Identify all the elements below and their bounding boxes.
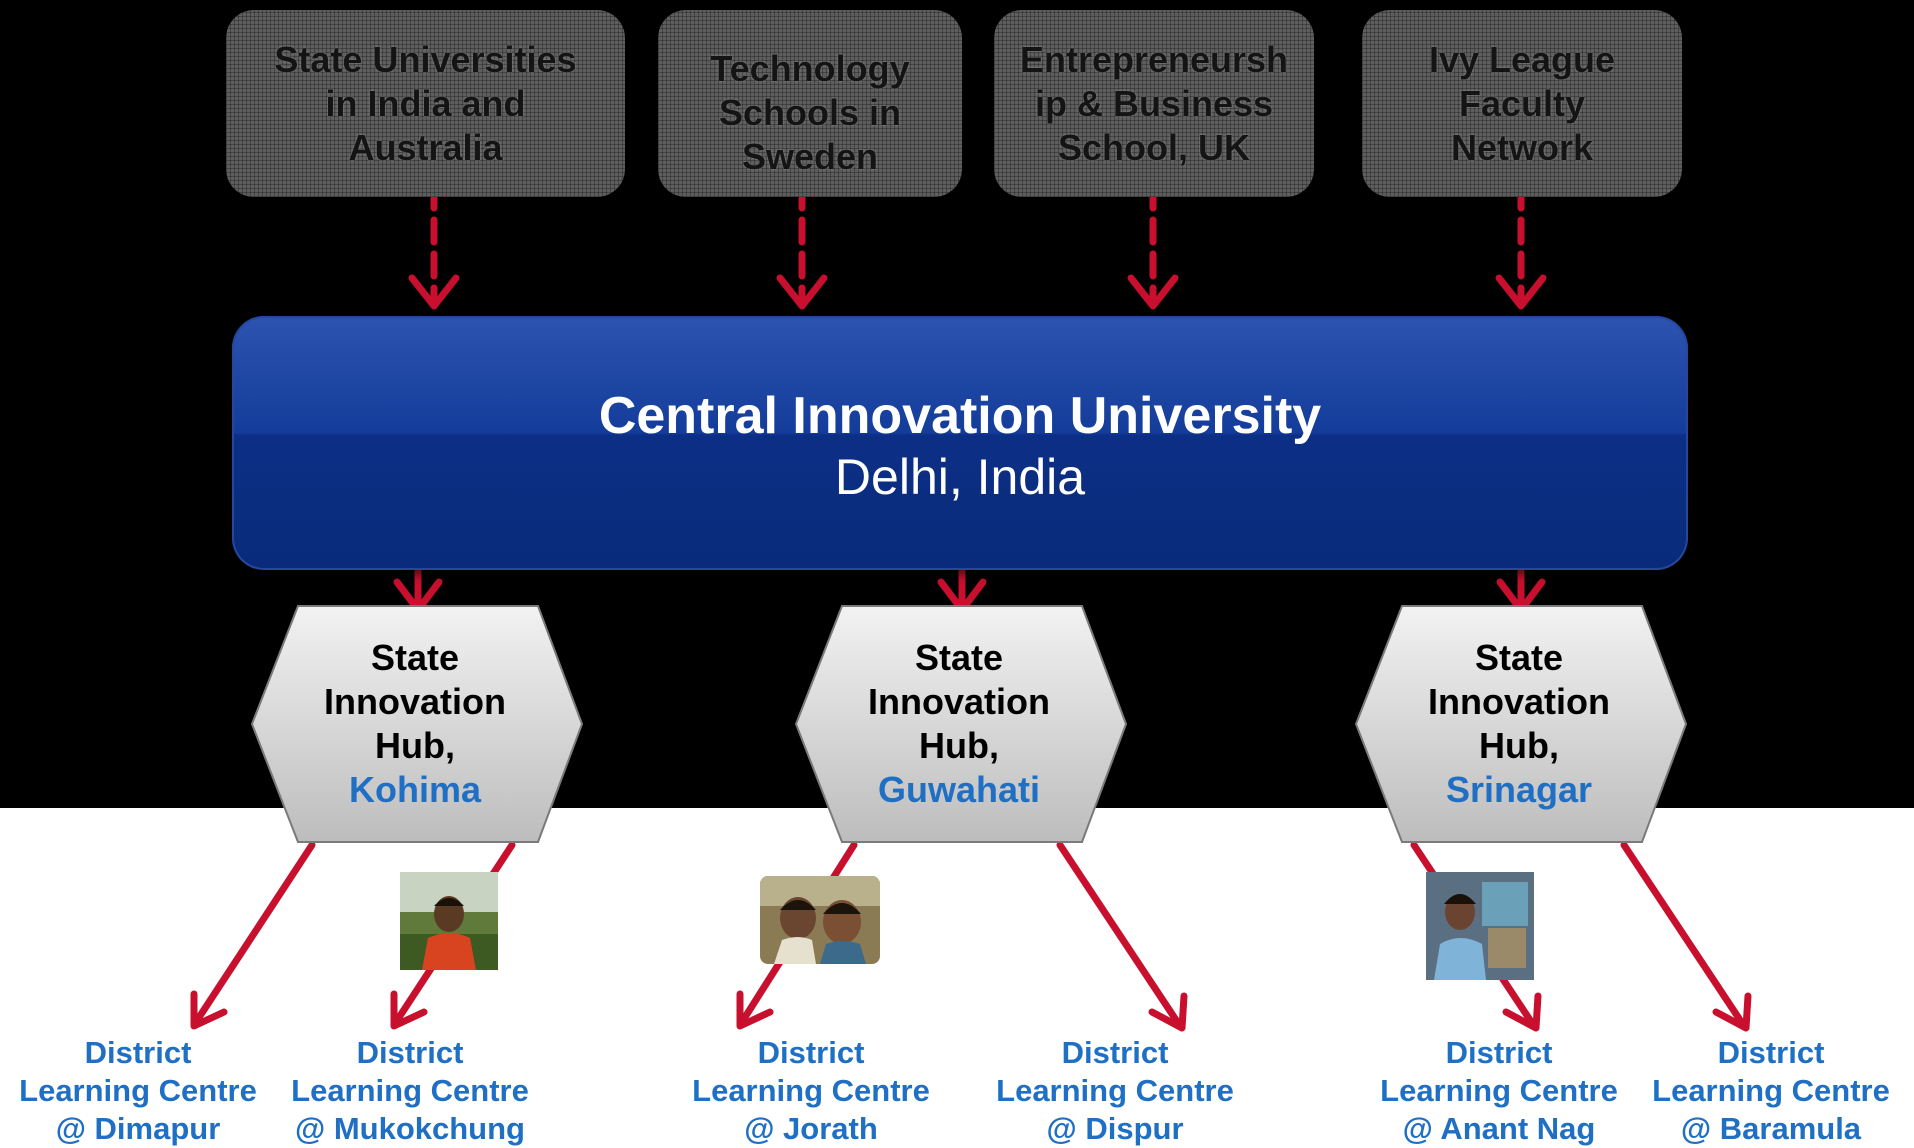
district-5-line3: @ Anant Nag [1402,1111,1596,1146]
central-subtitle: Delhi, India [834,449,1086,505]
student-photo-1 [400,872,498,970]
central-title: Central Innovation University [598,387,1322,445]
district-3-line2: Learning Centre [692,1073,930,1108]
hub-hexagon-3 [1354,605,1688,843]
district-5-line1: District [1445,1035,1553,1070]
arrow-district-6 [1620,841,1748,1030]
partner-3-line2: ip & Business [1034,82,1274,124]
hub-1-city: Kohima [348,769,481,810]
partner-2-line2: Schools in [718,91,902,133]
district-4-line1: District [1061,1035,1169,1070]
partner-3-line3: School, UK [1057,126,1250,168]
partner-arrowheads [408,274,1547,310]
partner-4-line1: Ivy League [1428,38,1616,80]
hub-label-kohima: State Innovation Hub, Kohima [250,636,580,812]
hub-3-line2: Innovation [1428,681,1610,722]
district-5-line2: Learning Centre [1380,1073,1618,1108]
hub-label-guwahati: State Innovation Hub, Guwahati [794,636,1124,812]
district-label-dispur: District Learning Centre @ Dispur [980,1034,1250,1148]
district-6-line2: Learning Centre [1652,1073,1890,1108]
district-3-line3: @ Jorath [744,1111,878,1146]
district-label-baramula: District Learning Centre @ Baramula [1636,1034,1906,1148]
partner-1-line1: State Universities [274,38,577,80]
hub-2-line1: State [914,637,1004,678]
hub-hexagon-2 [794,605,1128,843]
district-4-line2: Learning Centre [996,1073,1234,1108]
district-2-line1: District [356,1035,464,1070]
partner-3-line1: Entrepreneursh [1019,38,1289,80]
partner-2-line3: Sweden [741,135,879,177]
hub-2-line2: Innovation [868,681,1050,722]
partner-4-line3: Network [1450,126,1594,168]
district-1-line3: @ Dimapur [55,1111,221,1146]
hub-hexagon-1 [250,605,584,843]
partner-4-line2: Faculty [1458,82,1586,124]
partner-box-technology-schools: Technology Schools in Sweden [658,10,962,197]
hub-3-line3: Hub, [1479,725,1559,766]
district-6-line3: @ Baramula [1680,1111,1862,1146]
arrow-district-1 [192,841,316,1026]
district-3-line1: District [757,1035,865,1070]
hub-3-city: Srinagar [1445,769,1593,810]
partner-2-line1: Technology [710,47,910,89]
district-1-line1: District [84,1035,192,1070]
hub-2-line3: Hub, [919,725,999,766]
district-6-line1: District [1717,1035,1825,1070]
hub-1-line3: Hub, [375,725,455,766]
central-university-box: Central Innovation University Delhi, Ind… [232,316,1688,570]
hub-label-srinagar: State Innovation Hub, Srinagar [1354,636,1684,812]
partner-box-business-school: Entrepreneursh ip & Business School, UK [994,10,1314,197]
district-label-jorath: District Learning Centre @ Jorath [676,1034,946,1148]
partner-box-state-universities: State Universities in India and Australi… [226,10,625,197]
district-label-anant-nag: District Learning Centre @ Anant Nag [1364,1034,1634,1148]
hub-1-line2: Innovation [324,681,506,722]
hub-1-line1: State [370,637,460,678]
student-photo-3 [1426,872,1534,980]
partner-1-line3: Australia [348,126,503,168]
district-label-mukokchung: District Learning Centre @ Mukokchung [275,1034,545,1148]
arrow-district-4 [1056,841,1184,1030]
partner-1-line2: in India and [325,82,526,124]
student-photo-2 [760,876,880,964]
partner-box-ivy-league: Ivy League Faculty Network [1362,10,1682,197]
district-4-line3: @ Dispur [1046,1111,1184,1146]
hub-3-line1: State [1474,637,1564,678]
district-label-dimapur: District Learning Centre @ Dimapur [3,1034,273,1148]
district-2-line3: @ Mukokchung [294,1111,525,1146]
hub-2-city: Guwahati [877,769,1041,810]
district-2-line2: Learning Centre [291,1073,529,1108]
district-1-line2: Learning Centre [19,1073,257,1108]
partner-dashed-arrows [430,182,1525,304]
